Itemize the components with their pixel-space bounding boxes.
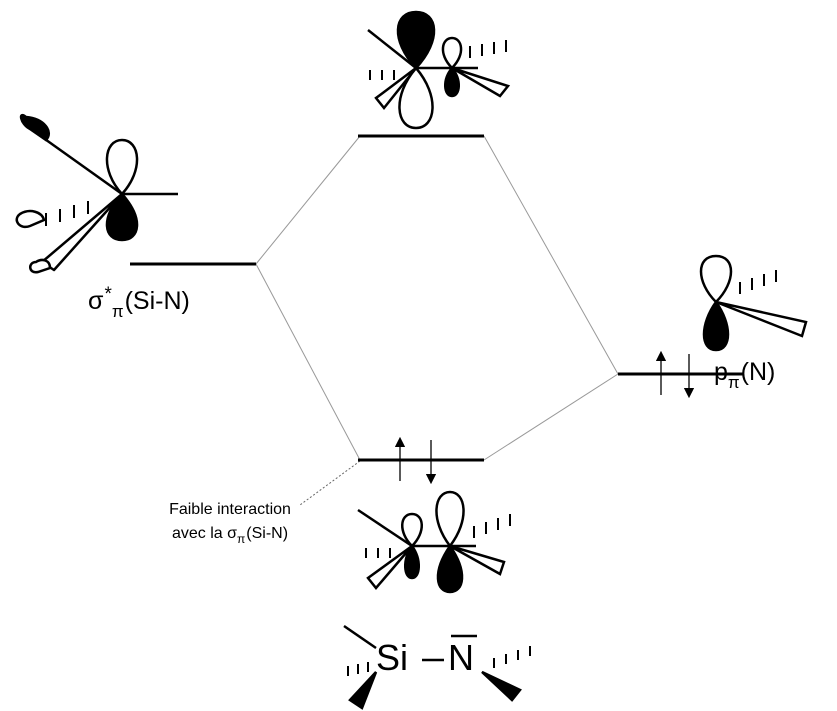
weak-interaction-dotted-line [299, 460, 361, 506]
sigma-star-superscript: * [104, 284, 112, 305]
molecule-si-atom: Si [376, 637, 409, 678]
connector-left-lower [255, 263, 361, 461]
si-wedge-bond [348, 671, 378, 710]
weak-interaction-note: Faible interaction avec la σπ(Si-N) [150, 498, 310, 546]
sigma-star-label: σ*π(Si-N) [88, 284, 190, 321]
electron-pair-bonding [394, 436, 437, 485]
weak-interaction-line2: avec la σπ(Si-N) [171, 525, 289, 546]
n-wedge-bond [481, 670, 522, 702]
sigma-star-subscript: π [111, 302, 124, 321]
energy-levels [130, 134, 744, 462]
correlation-lines [255, 135, 619, 506]
connector-left-upper [255, 135, 361, 265]
molecule-structure [343, 624, 531, 710]
orbital-sigma-star [15, 113, 178, 274]
p-pi-subscript: π [727, 373, 740, 392]
orbital-bonding [357, 490, 511, 594]
connector-right-lower [483, 373, 619, 461]
weak-interaction-line1: Faible interaction [169, 501, 291, 518]
hash-bonds [347, 646, 531, 676]
orbital-p-pi-n [699, 254, 808, 352]
electron-pair-p-pi [655, 350, 695, 399]
molecule-n-atom: N [448, 637, 474, 678]
p-pi-label: pπ(N) [714, 358, 776, 392]
orbital-antibonding [367, 10, 511, 130]
connector-right-upper [483, 135, 619, 375]
si-methyl-bond [343, 624, 377, 650]
